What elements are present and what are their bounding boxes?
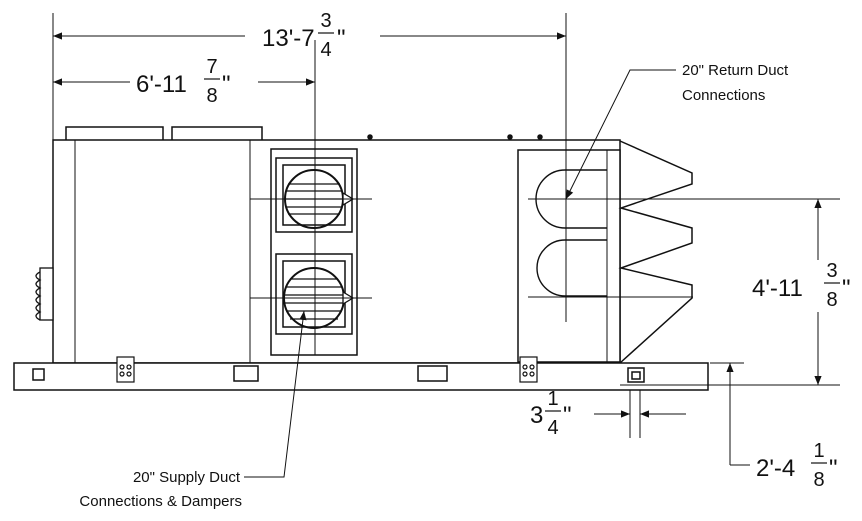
label-base-height: 2'-4 1 8 "	[756, 440, 838, 491]
supply-leader	[244, 310, 307, 478]
dimension-base-height	[726, 363, 750, 466]
label-connector-width: 3 1 4 "	[530, 388, 572, 439]
overall-mark: "	[337, 25, 346, 52]
base-height-mark: "	[829, 455, 838, 482]
connector-width-den: 4	[547, 417, 558, 439]
return-spacing-den: 8	[826, 289, 837, 311]
lifting-lug-right	[519, 356, 538, 383]
extension-lines	[52, 13, 840, 438]
base-height-whole: 2'-4	[756, 455, 795, 482]
lifting-lug-left	[116, 356, 135, 383]
return-callout-line1: 20" Return Duct	[682, 62, 789, 79]
callout-supply: 20" Supply Duct Connections & Dampers	[79, 469, 242, 510]
supply-offset-mark: "	[222, 71, 231, 98]
overall-den: 4	[320, 39, 331, 61]
return-hood	[618, 140, 693, 364]
return-spacing-whole: 4'-11	[752, 275, 803, 302]
supply-callout-line1: 20" Supply Duct	[133, 469, 241, 486]
supply-offset-whole: 6'-11	[136, 71, 187, 98]
callout-return: 20" Return Duct Connections	[682, 62, 789, 104]
return-panel	[517, 149, 621, 363]
return-leader	[565, 69, 676, 200]
return-spacing-num: 3	[826, 260, 837, 282]
return-duct-bottom	[536, 239, 607, 297]
supply-panel	[270, 148, 358, 356]
connector-width-num: 1	[547, 388, 558, 410]
base-height-den: 8	[813, 469, 824, 491]
supply-offset-den: 8	[206, 85, 217, 107]
return-spacing-mark: "	[842, 275, 851, 302]
label-return-spacing: 4'-11 3 8 "	[752, 260, 851, 311]
overall-whole: 13'-7	[262, 25, 315, 52]
connector-width-whole: 3	[530, 402, 543, 429]
label-overall-length: 13'-7 3 4 "	[262, 10, 346, 61]
base-height-num: 1	[813, 440, 824, 462]
overall-num: 3	[320, 10, 331, 32]
supply-offset-num: 7	[206, 56, 217, 78]
connector-width-mark: "	[563, 402, 572, 429]
supply-callout-line2: Connections & Dampers	[79, 493, 242, 510]
label-supply-offset: 6'-11 7 8 "	[136, 56, 231, 107]
side-coil	[35, 267, 54, 321]
return-callout-line2: Connections	[682, 87, 765, 104]
